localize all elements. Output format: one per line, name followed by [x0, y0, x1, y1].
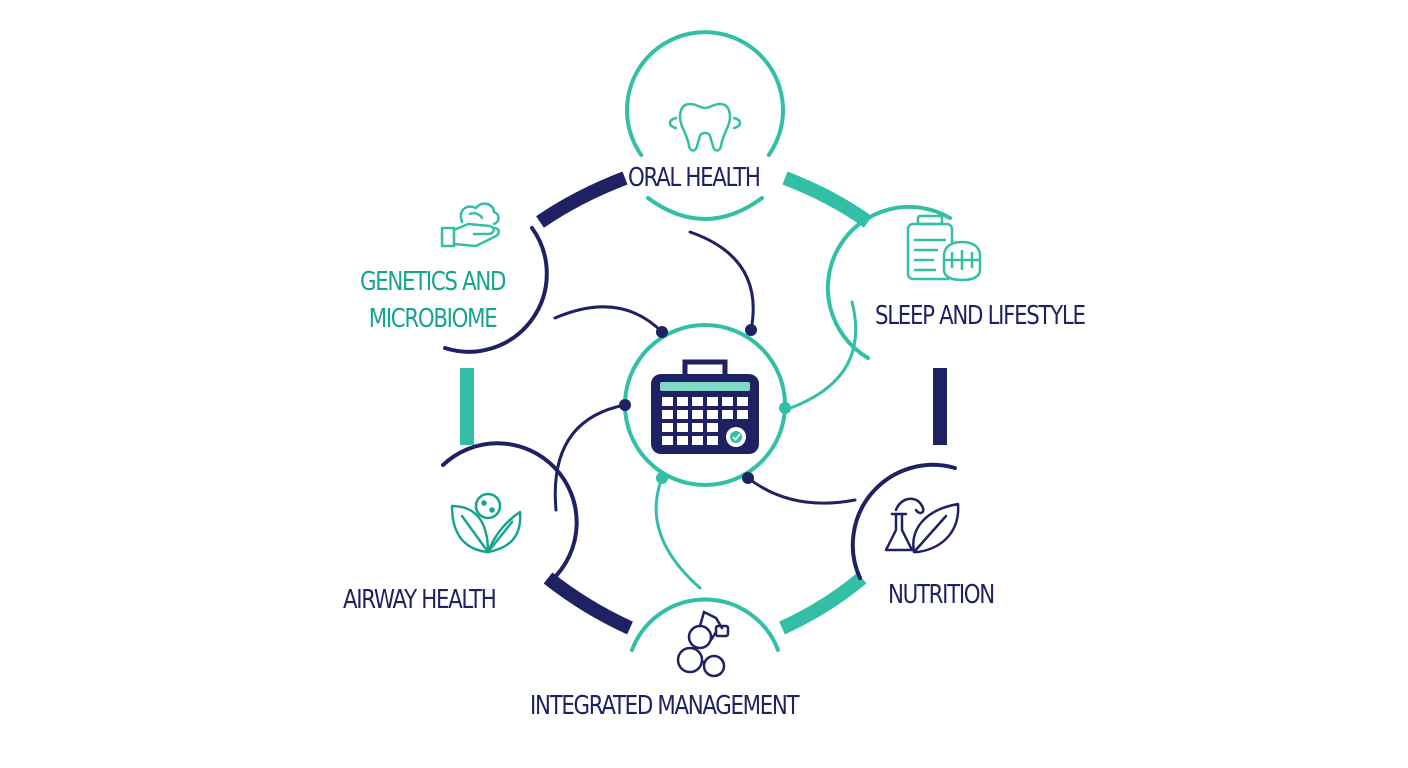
- hub-dot: [742, 472, 754, 484]
- hand-care-icon: [440, 202, 500, 248]
- oral-health-arc-bottom: [646, 196, 764, 221]
- integrated-management-arc: [630, 597, 780, 652]
- genetics-label-line-2: MICROBIOME: [368, 304, 498, 334]
- ring-segment: [536, 171, 628, 228]
- node-label-oral-health: ORAL HEALTH: [628, 163, 761, 193]
- connector-nutrition: [746, 476, 857, 505]
- node-label-sleep-and-lifestyle: SLEEP AND LIFESTYLE: [875, 301, 1086, 331]
- hub-dot: [745, 324, 757, 336]
- connectors: [553, 230, 858, 590]
- supplement-jar-icon: [906, 214, 982, 282]
- hub-dot: [619, 399, 631, 411]
- connector-oral-health: [688, 230, 755, 332]
- flask-leaf-icon: [884, 497, 960, 554]
- leaves-icon: [450, 492, 522, 554]
- connector-airway-health: [553, 403, 627, 512]
- connector-integrated-management: [654, 476, 702, 590]
- ring-segment: [543, 572, 633, 635]
- genetics-label-line-1: GENETICS AND: [360, 267, 506, 297]
- node-label-airway-health: AIRWAY HEALTH: [343, 585, 497, 615]
- node-label-genetics-and-microbiome: GENETICS AND MICROBIOME: [360, 264, 506, 338]
- node-label-nutrition: NUTRITION: [888, 580, 995, 610]
- hub-dot: [779, 402, 791, 414]
- tooth-icon: [668, 102, 742, 152]
- connector-genetics-microbiome: [553, 305, 664, 334]
- connector-sleep-lifestyle: [783, 300, 858, 412]
- airway-health-arc: [441, 441, 579, 582]
- nutrition-arc: [850, 462, 957, 580]
- node-label-integrated-management: INTEGRATED MANAGEMENT: [530, 691, 800, 721]
- sleep-lifestyle-arc: [825, 204, 952, 360]
- ring-segment: [779, 572, 867, 635]
- genetics-microbiome-arc: [443, 226, 549, 354]
- hub-dot: [656, 472, 668, 484]
- calendar-icon: [651, 359, 759, 454]
- hub-dot: [656, 326, 668, 338]
- oral-health-arc-top: [625, 30, 785, 157]
- center-hub: [619, 323, 791, 487]
- node-arcs: [441, 30, 957, 652]
- ring-segment: [782, 171, 873, 228]
- connected-circles-icon: [676, 610, 730, 678]
- outer-ring: [460, 171, 947, 635]
